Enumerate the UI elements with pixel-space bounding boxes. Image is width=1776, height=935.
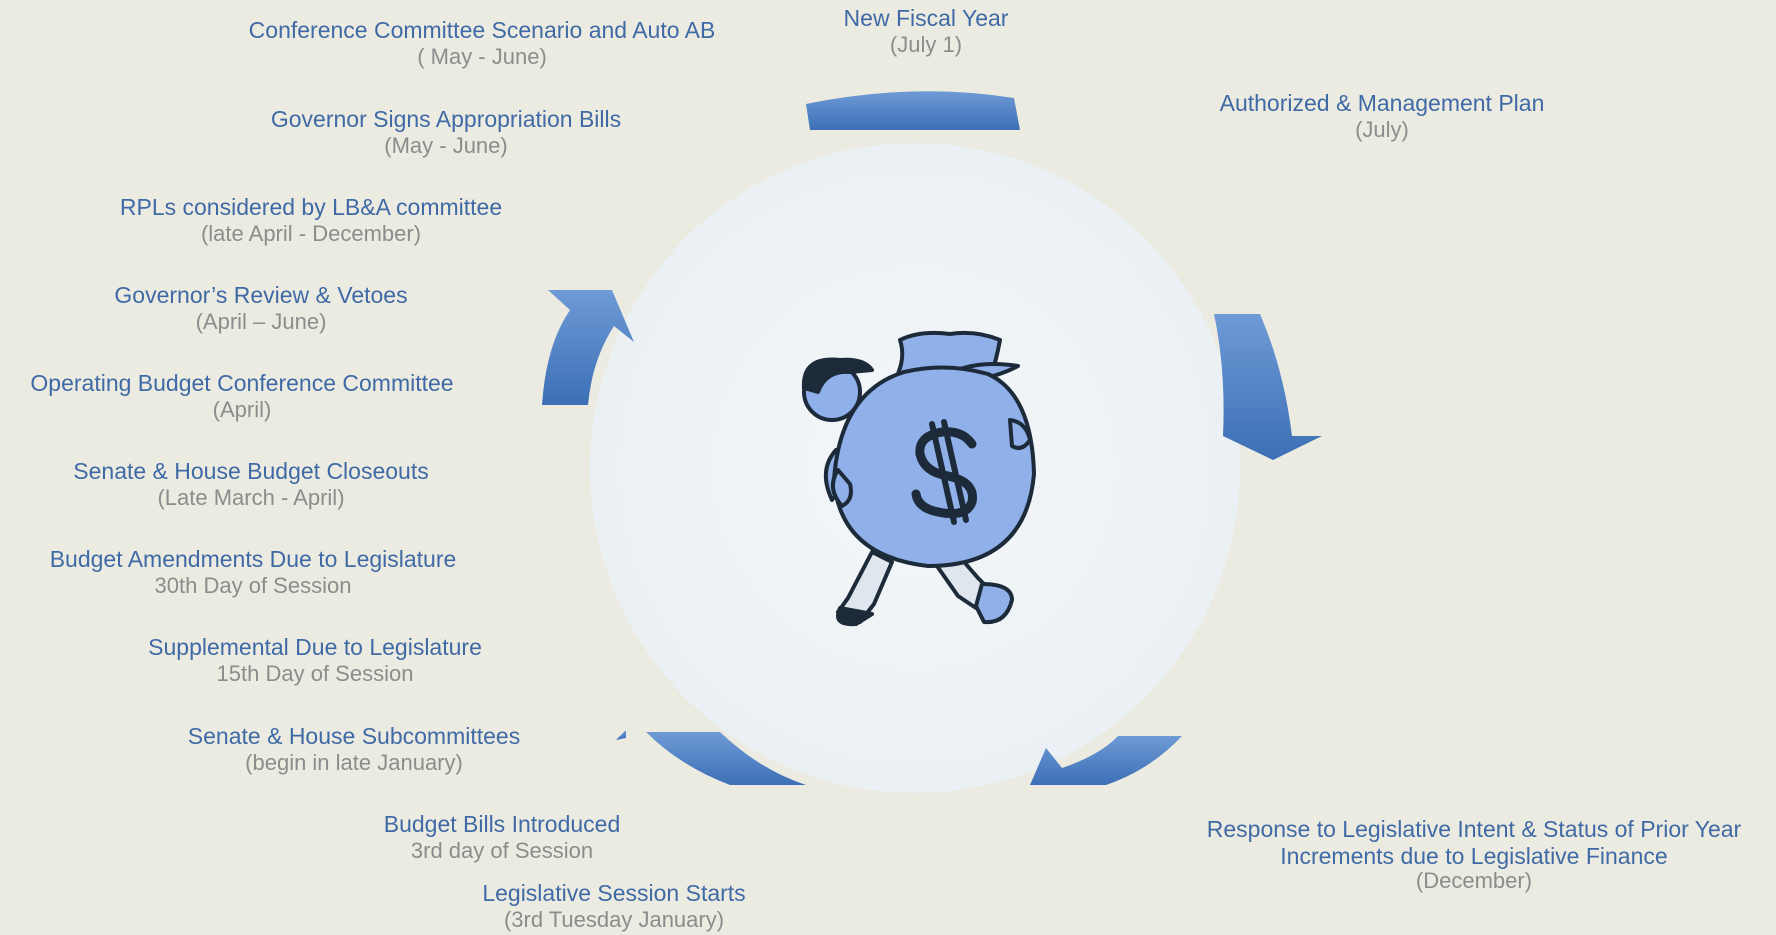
dollar-bar-1 <box>929 421 957 525</box>
stage-budget-amendments-due: Budget Amendments Due to Legislature 30t… <box>50 546 457 599</box>
right-hand <box>1008 418 1032 450</box>
stage-date: 3rd day of Session <box>410 838 594 863</box>
left-shoe <box>836 606 874 627</box>
stage-date: (April – June) <box>195 309 327 334</box>
stage-title: Governor Signs Appropriation Bills <box>270 106 622 132</box>
stage-budget-bills-introduced: Budget Bills Introduced 3rd day of Sessi… <box>384 811 621 864</box>
stage-date: (3rd Tuesday January) <box>503 907 725 932</box>
stage-date: (July 1) <box>889 32 963 57</box>
stage-title: Conference Committee Scenario and Auto A… <box>248 17 716 43</box>
stage-date: 15th Day of Session <box>216 661 414 686</box>
stage-date: (July) <box>1355 117 1409 142</box>
stage-title: Senate & House Budget Closeouts <box>73 458 429 484</box>
dollar-bar-2 <box>941 419 969 523</box>
stage-date: (begin in late January) <box>245 750 463 775</box>
arrow-right <box>1214 314 1322 460</box>
stage-authorized-management-plan: Authorized & Management Plan (July) <box>1220 90 1545 143</box>
stage-title: Senate & House Subcommittees <box>187 723 521 749</box>
stage-response-legislative-intent: Response to Legislative Intent & Status … <box>1207 816 1741 892</box>
dollar-sign <box>911 427 977 519</box>
arrow-bottom-left-tip <box>616 730 626 740</box>
stage-title: Budget Amendments Due to Legislature <box>49 546 457 572</box>
stage-title-line-2: Increments due to Legislative Finance <box>1280 843 1668 869</box>
stage-governors-review: Governor’s Review & Vetoes (April – June… <box>114 282 407 335</box>
stage-title: Response to Legislative Intent & Status … <box>1206 816 1742 842</box>
stage-title: Supplemental Due to Legislature <box>148 634 482 660</box>
stage-date: (April) <box>212 397 272 422</box>
stage-title: RPLs considered by LB&A committee <box>119 194 503 220</box>
stage-conference-committee-scenario: Conference Committee Scenario and Auto A… <box>249 17 716 70</box>
stage-supplemental-due: Supplemental Due to Legislature 15th Day… <box>148 634 482 687</box>
arrow-bottom-left <box>646 732 806 785</box>
stage-date: ( May - June) <box>417 44 547 69</box>
stage-new-fiscal-year: New Fiscal Year (July 1) <box>844 5 1009 58</box>
stage-title: Authorized & Management Plan <box>1219 90 1545 116</box>
arrow-bottom-right <box>1030 736 1182 785</box>
stage-senate-house-subcommittees: Senate & House Subcommittees (begin in l… <box>188 723 520 776</box>
stage-title: New Fiscal Year <box>843 5 1009 31</box>
stage-title: Operating Budget Conference Committee <box>30 370 454 396</box>
stage-title: Budget Bills Introduced <box>383 811 621 837</box>
stage-governor-signs: Governor Signs Appropriation Bills (May … <box>271 106 621 159</box>
stage-date: (December) <box>1415 868 1533 893</box>
right-shoe <box>974 582 1014 625</box>
stage-date: 30th Day of Session <box>154 573 352 598</box>
stage-operating-budget-conference: Operating Budget Conference Committee (A… <box>30 370 453 423</box>
arrow-left <box>542 290 634 405</box>
stage-legislative-session-starts: Legislative Session Starts (3rd Tuesday … <box>482 880 745 933</box>
stage-date: (late April - December) <box>200 221 422 246</box>
stage-date: (May - June) <box>384 133 508 158</box>
money-bag-man-icon <box>801 330 1036 627</box>
left-hand <box>830 468 853 508</box>
stage-title: Legislative Session Starts <box>482 880 746 906</box>
stage-title: Governor’s Review & Vetoes <box>114 282 408 308</box>
hair <box>801 357 874 394</box>
stage-date: (Late March - April) <box>157 485 345 510</box>
stage-rpls-considered: RPLs considered by LB&A committee (late … <box>120 194 502 247</box>
stage-budget-closeouts: Senate & House Budget Closeouts (Late Ma… <box>73 458 428 511</box>
arrow-top <box>806 91 1020 130</box>
